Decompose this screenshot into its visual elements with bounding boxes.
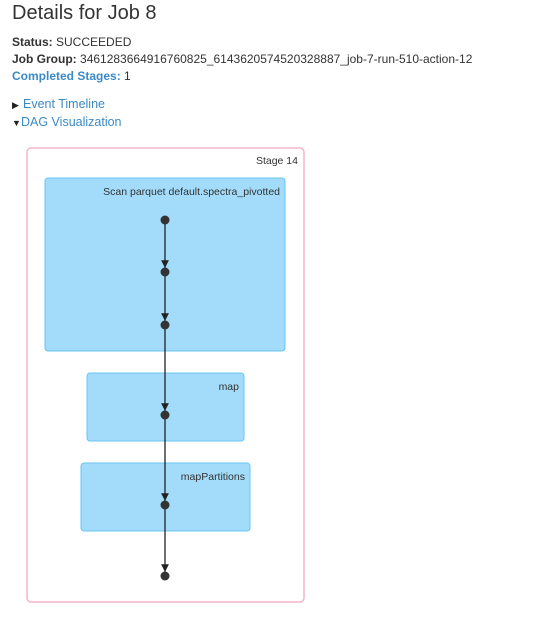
arrow-right-icon: ▶ <box>12 100 19 110</box>
event-timeline-label: Event Timeline <box>23 97 105 111</box>
event-timeline-toggle[interactable]: ▶ Event Timeline <box>12 96 105 113</box>
job-group-label: Job Group: <box>12 52 77 66</box>
job-group-row: Job Group: 3461283664916760825_614362057… <box>12 51 472 68</box>
job-summary: Status: SUCCEEDED Job Group: 34612836649… <box>12 34 472 85</box>
dag-node[interactable] <box>160 571 170 581</box>
cluster-scan-parquet-label: Scan parquet default.spectra_pivotted <box>103 186 280 198</box>
completed-stages-value: 1 <box>124 69 131 83</box>
arrow-down-icon: ▼ <box>12 118 21 128</box>
stage-label: Stage 14 <box>256 155 298 167</box>
status-row: Status: SUCCEEDED <box>12 34 472 51</box>
dag-visualization-label: DAG Visualization <box>21 115 122 129</box>
dag-node[interactable] <box>160 500 170 510</box>
completed-stages-row: Completed Stages: 1 <box>12 68 472 85</box>
job-group-value: 3461283664916760825_6143620574520328887_… <box>80 52 473 66</box>
dag-node[interactable] <box>160 410 170 420</box>
dag-node[interactable] <box>160 267 170 277</box>
cluster-map-label: map <box>219 381 240 393</box>
page-title: Details for Job 8 <box>12 2 157 24</box>
status-label: Status: <box>12 35 53 49</box>
status-value: SUCCEEDED <box>56 35 132 49</box>
dag-node[interactable] <box>160 215 170 225</box>
dag-node[interactable] <box>160 320 170 330</box>
completed-stages-link[interactable]: Completed Stages: <box>12 69 121 83</box>
dag-visualization-toggle[interactable]: ▼DAG Visualization <box>12 114 122 131</box>
cluster-mappartitions-label: mapPartitions <box>181 471 245 483</box>
